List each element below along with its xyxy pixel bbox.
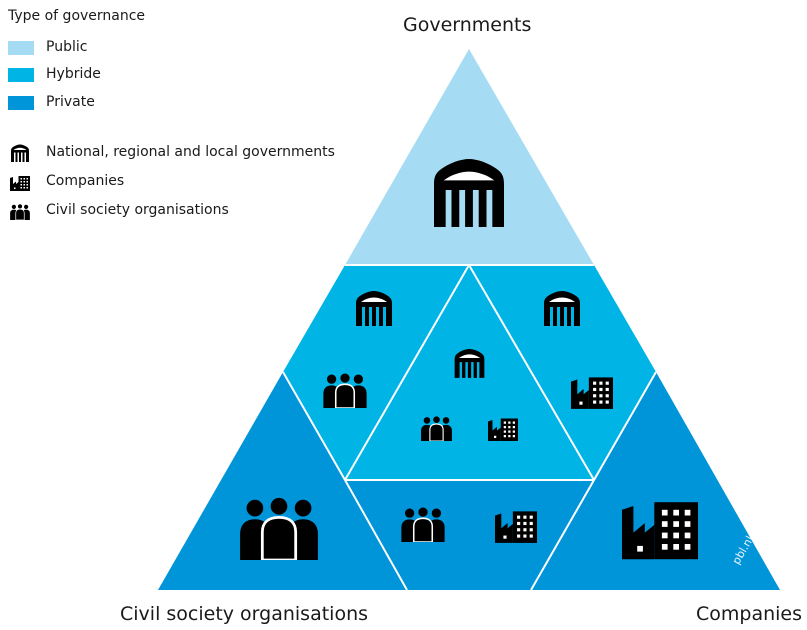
vertex-label-governments: Governments: [403, 14, 532, 36]
legend-label-hybride: Hybride: [46, 66, 101, 82]
people-group-icon: [420, 416, 453, 441]
legend-label-civil-society: Civil society organisations: [46, 202, 229, 218]
swatch-hybride: [8, 68, 34, 82]
legend-label-private: Private: [46, 94, 95, 110]
legend-title: Type of governance: [8, 8, 146, 24]
factory-icon: [495, 511, 537, 543]
region-bottom-left-private: [158, 372, 407, 590]
legend-label-governments: National, regional and local governments: [46, 144, 335, 160]
legend-label-public: Public: [46, 39, 88, 55]
government-building-icon: [434, 158, 504, 227]
factory-icon: [488, 418, 518, 441]
legend-label-companies: Companies: [46, 173, 125, 189]
region-upper-right-hybride: [469, 265, 656, 480]
people-group-icon: [322, 373, 368, 408]
region-top-public: [345, 49, 594, 265]
government-building-icon: [11, 144, 29, 162]
people-group-icon: [238, 497, 320, 560]
factory-icon: [571, 377, 613, 409]
vertex-label-civil-society: Civil society organisations: [120, 603, 369, 625]
factory-icon: [10, 176, 30, 191]
region-bottom-middle-private: [345, 480, 594, 590]
people-group-icon: [400, 507, 446, 542]
swatch-private: [8, 96, 34, 110]
government-building-icon: [356, 291, 392, 326]
people-group-icon: [9, 204, 31, 220]
government-building-icon: [454, 348, 485, 378]
swatch-public: [8, 41, 34, 55]
region-dividers: [282, 264, 657, 591]
vertex-label-companies: Companies: [696, 603, 803, 625]
government-building-icon: [544, 291, 580, 326]
region-bottom-right-private: [531, 372, 780, 590]
region-upper-left-hybride: [283, 265, 469, 480]
